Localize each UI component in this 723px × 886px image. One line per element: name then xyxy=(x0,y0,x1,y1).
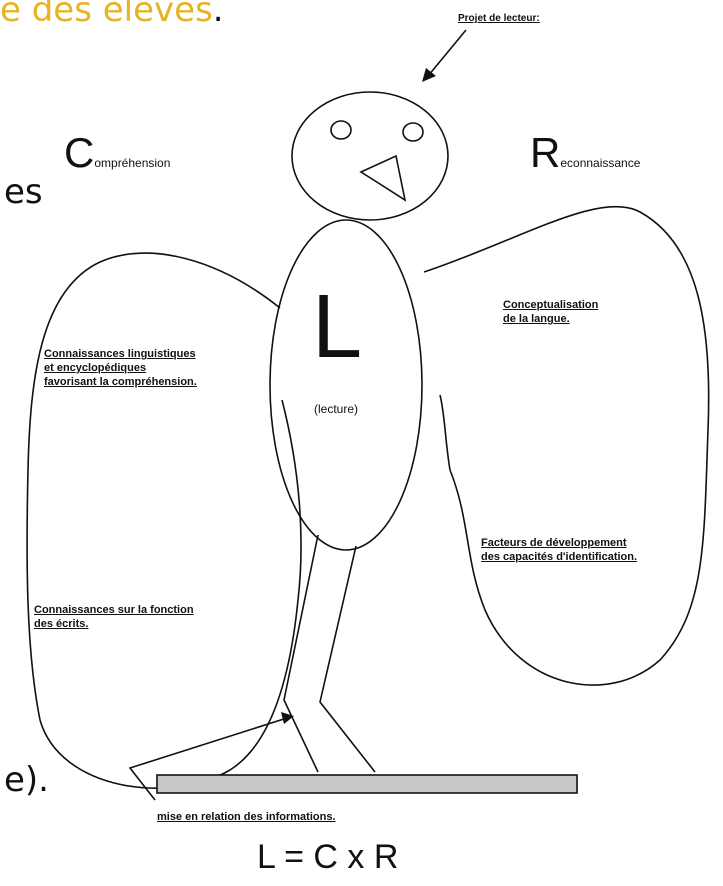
top-left-fragment: e des élèves. xyxy=(0,0,224,30)
left-es-fragment: es xyxy=(4,172,43,212)
left-eye xyxy=(330,120,352,140)
left-wing-top-line-3: favorisant la compréhension. xyxy=(44,376,197,388)
left-leg xyxy=(283,534,319,773)
beak xyxy=(359,154,407,202)
right-wing-bottom-note: Facteurs de développement des capacités … xyxy=(481,536,637,564)
left-wing xyxy=(26,252,302,789)
left-wing-top-note: Connaissances linguistiques et encyclopé… xyxy=(44,347,197,389)
left-wing-top-line-2: et encyclopédiques xyxy=(44,362,147,374)
arrow-to-head-line xyxy=(427,29,467,77)
lecture-label: (lecture) xyxy=(314,402,359,416)
right-wing-bottom-line-1: Facteurs de développement xyxy=(481,537,627,549)
bottom-arrow-tip xyxy=(281,712,294,724)
left-wing-bottom-note: Connaissances sur la fonction des écrits… xyxy=(34,603,194,631)
head-circle xyxy=(291,91,449,221)
right-wing-top-note: Conceptualisation de la langue. xyxy=(503,298,598,326)
left-wing-bottom-line-1: Connaissances sur la fonction xyxy=(34,604,194,616)
left-wing-top-line-1: Connaissances linguistiques xyxy=(44,348,196,360)
l-big-letter: L xyxy=(312,277,363,377)
right-eye xyxy=(402,122,424,142)
top-left-period: . xyxy=(212,0,224,30)
right-wing xyxy=(423,205,710,686)
bottom-arrow-line xyxy=(128,717,288,801)
body-ellipse xyxy=(269,219,423,551)
left-wing-bottom-line-2: des écrits. xyxy=(34,618,89,630)
c-small-text: ompréhension xyxy=(94,156,171,170)
r-big-letter: R xyxy=(530,129,561,176)
c-big-letter: C xyxy=(64,129,95,176)
right-wing-top-line-1: Conceptualisation xyxy=(503,299,599,311)
mise-en-relation-label: mise en relation des informations. xyxy=(157,811,336,823)
right-wing-top-line-2: de la langue. xyxy=(503,313,570,325)
right-wing-bottom-line-2: des capacités d'identification. xyxy=(481,551,638,563)
top-left-fragment-text: e des élèves xyxy=(0,0,213,30)
formula: L = C x R xyxy=(257,838,399,876)
r-small-text: econnaissance xyxy=(560,156,641,170)
comprehension-heading: Compréhension xyxy=(64,132,170,174)
right-leg xyxy=(319,545,376,773)
left-paren-fragment: e). xyxy=(4,760,49,800)
projet-label: Projet de lecteur: xyxy=(458,13,540,24)
ground-bar xyxy=(156,774,578,794)
arrow-to-head-tip xyxy=(422,68,436,82)
reconnaissance-heading: Reconnaissance xyxy=(530,132,640,174)
